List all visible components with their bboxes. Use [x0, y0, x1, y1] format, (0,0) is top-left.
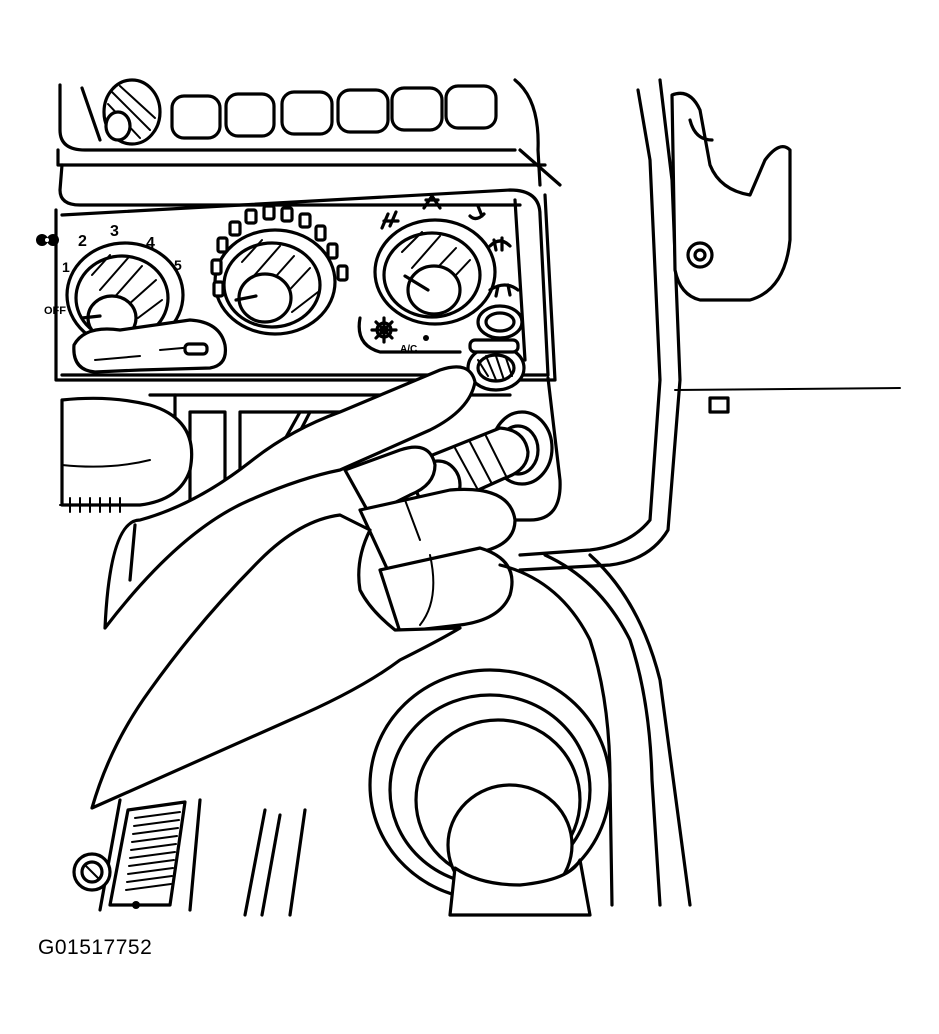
temp-scale-segments [210, 204, 349, 298]
gear-shifter-knob [368, 668, 612, 917]
hand [59, 365, 517, 810]
ac-label: A/C [400, 344, 417, 355]
door-pillar [518, 78, 901, 572]
upper-dash-housing [56, 78, 562, 207]
dial-base-clip [72, 318, 228, 374]
fan-label-off: OFF [44, 305, 66, 317]
hvac-panel [54, 188, 557, 382]
top-button-row [170, 84, 498, 140]
fan-speed-dial: OFF 1 2 3 4 5 [36, 223, 185, 349]
vent-mode-icon [380, 210, 400, 230]
figure-code: G01517752 [38, 936, 153, 959]
ac-snowflake-icon [370, 316, 429, 344]
fan-label-2: 2 [78, 233, 87, 250]
fan-label-5: 5 [174, 257, 182, 273]
defrost-mode-icon [488, 236, 512, 252]
power-outlet [476, 304, 524, 340]
fan-label-3: 3 [110, 223, 119, 240]
temperature-dial [210, 204, 349, 336]
defrost-windshield-icon [488, 283, 520, 298]
mode-dial-base [357, 316, 462, 354]
fan-icon [36, 234, 59, 246]
bottom-left-vent [72, 798, 202, 912]
floor-mode-icon [468, 204, 486, 221]
fan-label-1: 1 [62, 259, 70, 275]
bilevel-mode-icon [422, 194, 442, 210]
fan-label-4: 4 [146, 235, 155, 252]
lighter-element [466, 338, 526, 392]
vent-wheel [102, 78, 162, 146]
center-console [243, 553, 692, 917]
mode-dial [373, 194, 520, 326]
